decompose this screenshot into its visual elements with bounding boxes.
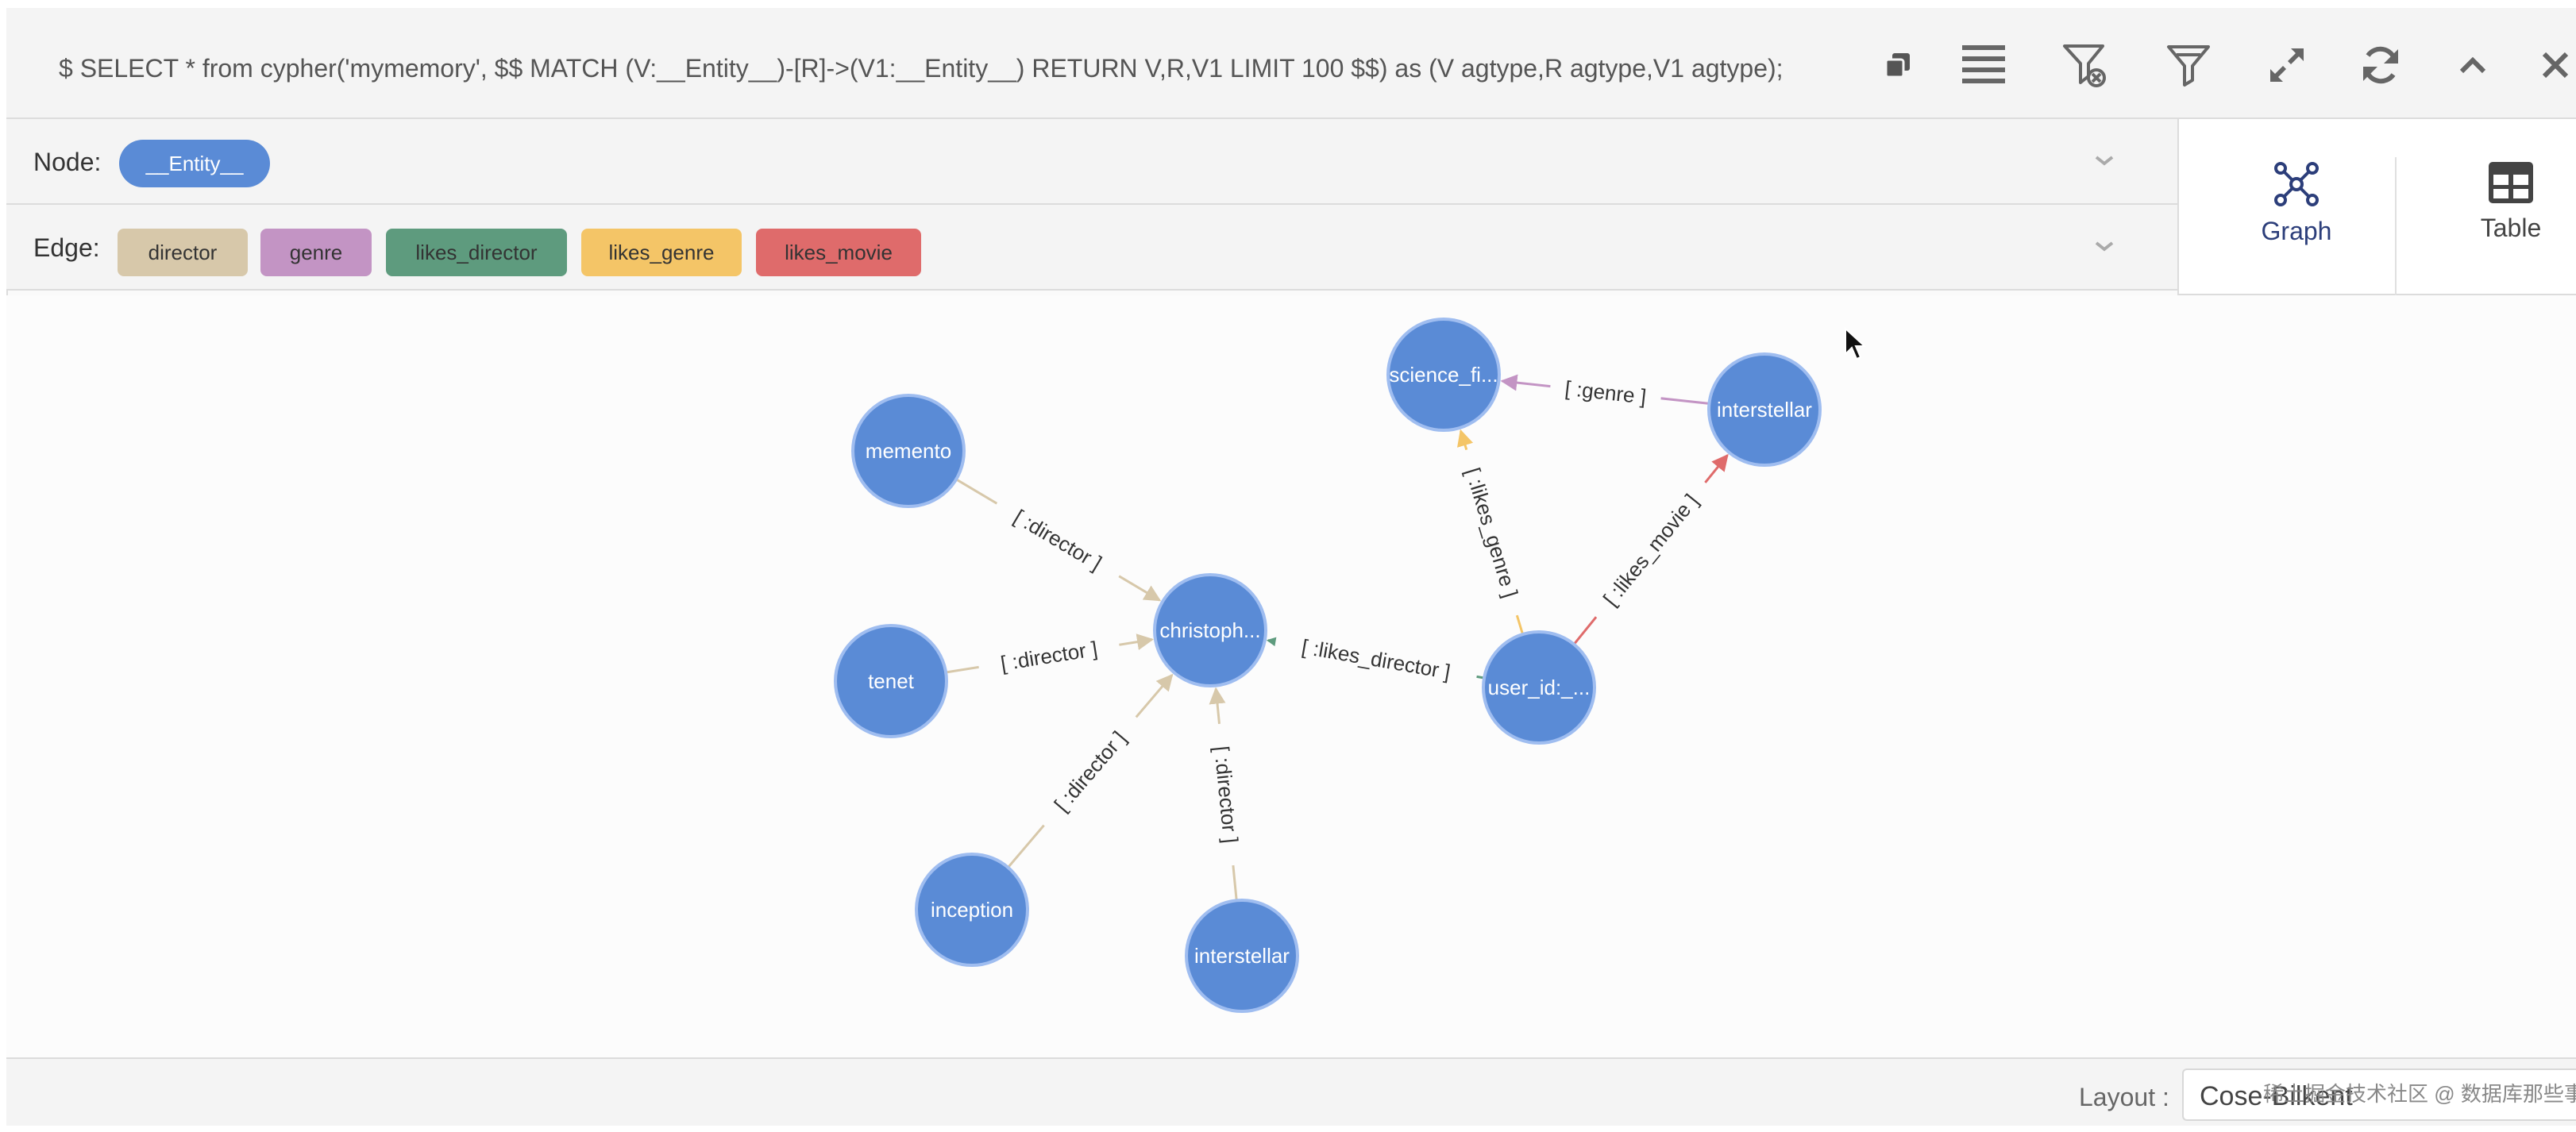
graph-node-memento[interactable]: memento <box>851 394 966 508</box>
graph-node-interstellar-bottom[interactable]: interstellar <box>1185 899 1299 1013</box>
graph-canvas[interactable]: [ :director ] [ :director ] [ :director ] [… <box>6 295 2576 1057</box>
refresh-icon[interactable] <box>2355 40 2406 90</box>
view-divider <box>2395 157 2397 295</box>
node-label: user_id:_... <box>1488 676 1591 699</box>
graph-edge-director[interactable]: [ :director ] <box>945 630 1154 680</box>
table-view-label: Table <box>2480 214 2542 242</box>
node-label: tenet <box>868 669 915 693</box>
graph-view-button[interactable]: Graph <box>2217 160 2376 264</box>
chevron-down-icon[interactable] <box>2090 232 2119 260</box>
edge-label: [ :director ] <box>1010 505 1106 576</box>
edge-label: [ :director ] <box>1209 745 1243 844</box>
graph-edge-director[interactable]: [ :director ] <box>1206 687 1248 901</box>
view-toggle-panel: Graph Table <box>2177 119 2576 295</box>
edge-label: [ :director ] <box>1049 726 1131 816</box>
node-label-pill-entity[interactable]: __Entity__ <box>119 140 270 187</box>
edge-filter-row: Edge: director genre likes_director like… <box>6 205 2179 291</box>
node-label: interstellar <box>1717 398 1812 422</box>
edge-type-pill-likes-genre[interactable]: likes_genre <box>581 229 742 276</box>
expand-icon[interactable] <box>2262 40 2312 90</box>
query-bar: $ SELECT * from cypher('mymemory', $$ MA… <box>6 8 2576 119</box>
graph-edge-genre[interactable]: [ :genre ] <box>1500 372 1710 411</box>
edge-label: [ :genre ] <box>1564 376 1647 409</box>
node-label: christoph... <box>1159 618 1260 642</box>
collapse-icon[interactable] <box>2447 40 2498 90</box>
graph-svg[interactable]: [ :director ] [ :director ] [ :director ] [… <box>6 295 2576 1057</box>
node-label: science_fi... <box>1389 363 1498 387</box>
edge-type-pill-likes-director[interactable]: likes_director <box>386 229 567 276</box>
node-filter-label: Node: <box>33 148 102 176</box>
graph-edge-likes_genre[interactable]: [ :likes_genre ] <box>1454 429 1531 635</box>
graph-edge-director[interactable]: [ :director ] <box>1007 673 1174 868</box>
graph-node-user[interactable]: user_id:_... <box>1482 630 1596 745</box>
table-icon <box>2489 162 2533 203</box>
graph-icon <box>2274 162 2319 206</box>
graph-edge-director[interactable]: [ :director ] <box>955 478 1162 602</box>
query-text[interactable]: $ SELECT * from cypher('mymemory', $$ MA… <box>59 54 1784 83</box>
layout-label: Layout : <box>2079 1083 2169 1111</box>
filter-clear-icon[interactable] <box>2060 40 2111 90</box>
filter-icon[interactable] <box>2163 40 2214 90</box>
graph-node-inception[interactable]: inception <box>915 853 1029 967</box>
edge-filter-label: Edge: <box>33 233 100 262</box>
layout-select[interactable]: Cose-Bilkent <box>2182 1068 2576 1121</box>
edge-type-pill-director[interactable]: director <box>118 229 248 276</box>
graph-node-science-fiction[interactable]: science_fi... <box>1386 318 1501 432</box>
node-label: memento <box>866 439 951 463</box>
edge-label: [ :likes_movie ] <box>1598 489 1703 610</box>
chevron-down-icon[interactable] <box>2090 146 2119 175</box>
watermark: 稀土掘金技术社区 @ 数据库那些事儿 <box>2263 1082 2576 1106</box>
graph-edge-likes_director[interactable]: [ :likes_director ] <box>1266 627 1485 690</box>
copy-icon[interactable] <box>1872 40 1923 90</box>
edge-type-pill-genre[interactable]: genre <box>260 229 372 276</box>
mouse-cursor-icon <box>1845 327 1867 360</box>
table-view-button[interactable]: Table <box>2431 160 2576 264</box>
graph-node-interstellar-top[interactable]: interstellar <box>1707 352 1822 467</box>
menu-icon[interactable] <box>1958 40 2009 90</box>
graph-node-christopher[interactable]: christoph... <box>1153 573 1267 687</box>
graph-node-tenet[interactable]: tenet <box>834 624 948 738</box>
node-filter-row: Node: __Entity__ <box>6 119 2179 205</box>
node-label: inception <box>931 898 1013 922</box>
close-icon[interactable] <box>2530 40 2576 90</box>
node-label: interstellar <box>1194 944 1290 968</box>
edge-label: [ :likes_director ] <box>1300 634 1452 683</box>
edge-type-pill-likes-movie[interactable]: likes_movie <box>756 229 921 276</box>
graph-view-label: Graph <box>2261 217 2332 245</box>
graph-edge-likes_movie[interactable]: [ :likes_movie ] <box>1572 453 1729 645</box>
bottom-bar: Layout : Cose-Bilkent <box>6 1057 2576 1126</box>
